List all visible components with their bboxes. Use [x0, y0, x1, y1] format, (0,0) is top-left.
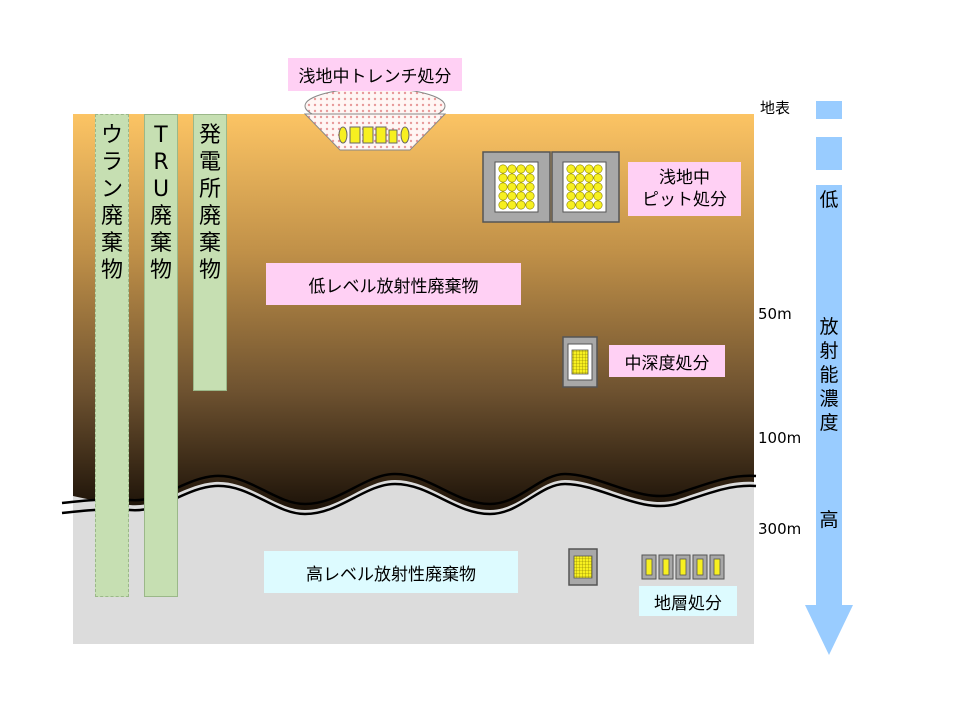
waste-package-icon	[575, 164, 585, 174]
waste-package-icon	[507, 200, 517, 210]
arrow-concentration-label: 放射能濃度	[819, 316, 839, 434]
depth-300m: 300m	[758, 520, 802, 538]
waste-package-icon	[566, 164, 576, 174]
waste-package-icon	[498, 182, 508, 192]
depth-100m: 100m	[758, 429, 802, 447]
shallow-pit-label-line1: 浅地中	[659, 168, 710, 188]
power-plant-waste-column	[193, 114, 227, 391]
high-level-disposal-box	[568, 548, 598, 586]
waste-package-icon	[566, 200, 576, 210]
high-level-waste-label: 高レベル放射性廃棄物	[264, 551, 518, 593]
waste-package-icon	[584, 164, 594, 174]
trench-waste-icons	[338, 126, 410, 144]
waste-package-icon	[575, 182, 585, 192]
waste-package-icon	[525, 164, 535, 174]
waste-package-icon	[498, 164, 508, 174]
waste-package-icon	[507, 173, 517, 183]
waste-package-icon	[566, 182, 576, 192]
waste-package-icon	[516, 191, 526, 201]
waste-package-icon	[498, 173, 508, 183]
canister-icon	[641, 554, 725, 580]
waste-package-icon	[507, 182, 517, 192]
waste-package-icon	[584, 191, 594, 201]
waste-package-icon	[575, 173, 585, 183]
depth-surface: 地表	[760, 99, 791, 117]
waste-package-icon	[516, 173, 526, 183]
waste-package-icon	[584, 182, 594, 192]
waste-package-icon	[593, 200, 603, 210]
waste-package-icon	[575, 200, 585, 210]
shallow-pit-label: 浅地中 ピット処分	[628, 162, 741, 216]
waste-package-icon	[516, 164, 526, 174]
waste-package-icon	[507, 191, 517, 201]
low-level-waste-label: 低レベル放射性廃棄物	[266, 263, 521, 305]
waste-package-icon	[507, 164, 517, 174]
arrow-low-label: 低	[819, 189, 839, 211]
waste-package-icon	[498, 191, 508, 201]
arrow-high-label: 高	[819, 509, 839, 531]
tru-waste-column	[144, 114, 178, 597]
waste-package-icon	[593, 164, 603, 174]
waste-package-icon	[593, 173, 603, 183]
waste-package-icon	[584, 200, 594, 210]
shallow-pit-label-line2: ピット処分	[642, 190, 727, 210]
uranium-waste-label: ウラン廃棄物	[100, 123, 123, 283]
intermediate-depth-label: 中深度処分	[609, 345, 725, 377]
waste-package-icon	[525, 173, 535, 183]
waste-package-icon	[566, 191, 576, 201]
waste-package-icon	[498, 200, 508, 210]
waste-package-icon	[566, 173, 576, 183]
waste-package-icon	[593, 191, 603, 201]
waste-package-icon	[525, 191, 535, 201]
waste-package-icon	[593, 182, 603, 192]
waste-package-icon	[516, 200, 526, 210]
shallow-trench-label: 浅地中トレンチ処分	[288, 58, 462, 91]
power-plant-waste-label: 発電所廃棄物	[198, 123, 221, 283]
waste-package-icon	[516, 182, 526, 192]
depth-50m: 50m	[758, 305, 792, 323]
geological-disposal-label: 地層処分	[639, 586, 737, 616]
pit-box-right	[551, 151, 620, 223]
pit-box-left	[482, 151, 551, 223]
waste-package-icon	[525, 200, 535, 210]
waste-package-icon	[584, 173, 594, 183]
uranium-waste-column	[95, 114, 129, 597]
waste-package-icon	[575, 191, 585, 201]
concentration-arrow	[805, 101, 853, 655]
intermediate-depth-box	[562, 336, 598, 388]
waste-package-icon	[525, 182, 535, 192]
